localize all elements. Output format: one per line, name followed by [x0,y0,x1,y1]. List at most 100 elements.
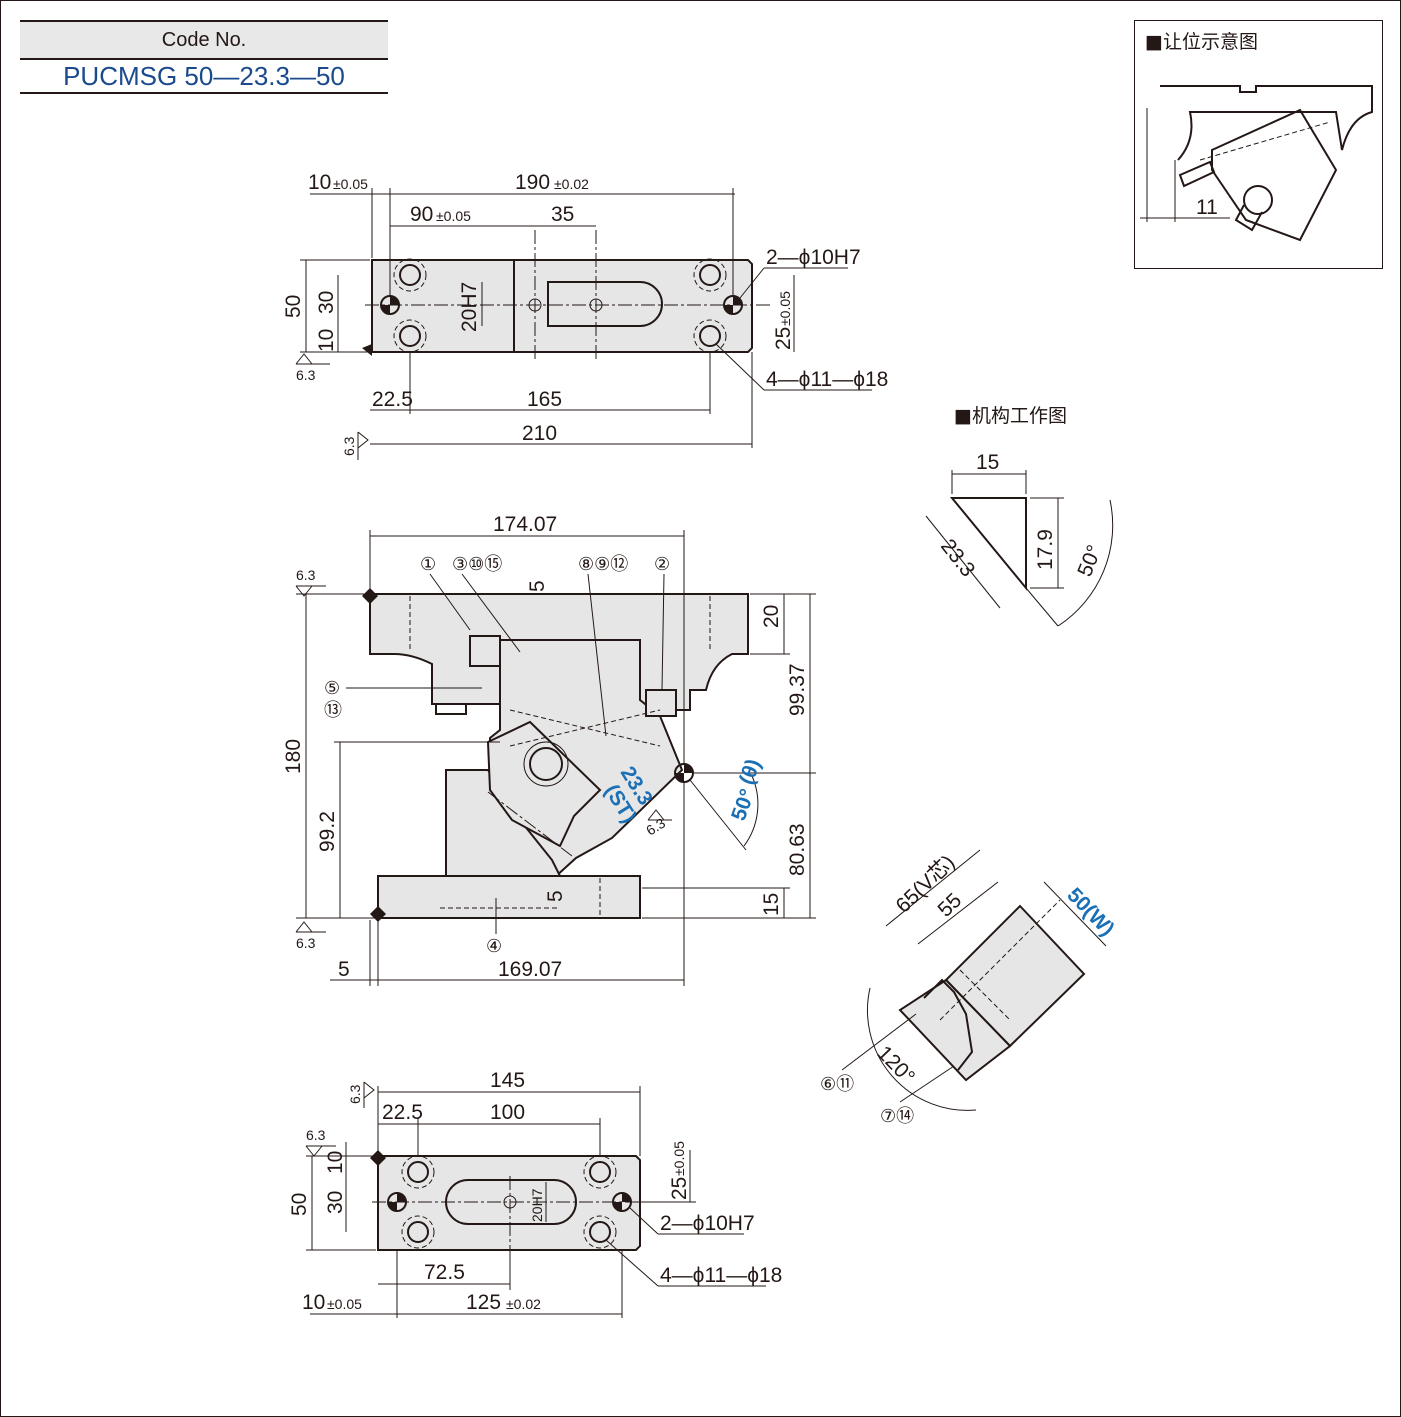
clearance-title: ■让位示意图 [1145,31,1258,53]
bottom-dim-145: 145 [490,1069,525,1092]
front-dim-80-63: 80.63 [786,823,809,876]
mechanism-angle-50: 50° [1073,542,1106,580]
v-balloon-6-11: ⑥⑪ [820,1074,854,1095]
code-value: PUCMSG 50—23.3—50 [20,60,388,94]
top-tol-10: ±0.05 [333,176,368,192]
bottom-hole-br [589,1221,611,1243]
mechanism-angle-leg [1025,587,1059,627]
bottom-dim-50: 50 [288,1193,311,1216]
v-dim-65-line [885,849,981,927]
front-stopper [645,689,677,717]
v-leader-7 [899,1065,955,1103]
top-tol-25: ±0.05 [777,291,793,326]
top-dim-190: 190 [515,171,550,194]
top-roughness-symbol-1 [295,353,330,365]
front-balloon-5: ⑤ [324,678,340,699]
top-note-hole: 4—ϕ11—ϕ18 [766,368,888,391]
front-hidden-1 [509,709,661,747]
v-dim-50-line [1043,881,1107,947]
mechanism-diagram: ■机构工作图 15 23.3 17.9 50° [925,405,1114,627]
top-hole-br [699,325,721,347]
top-dim-22-5: 22.5 [372,388,413,411]
bottom-roughness-symbol-1 [363,1081,375,1108]
top-datum-corner [362,344,372,356]
v-groove [923,978,974,1071]
mechanism-triangle [949,497,1027,591]
v-dim-50w: 50(W) [1062,883,1118,940]
v-angle-arc [866,987,977,1111]
front-lower-block [445,769,562,877]
bottom-datum-corner [370,1150,386,1166]
bottom-dim-25: 25 [668,1177,691,1200]
front-roughness-2: 6.3 [296,935,316,951]
top-dim-10: 10 [308,171,331,194]
front-leader-8 [587,573,607,737]
top-hole-tr [699,264,721,286]
top-small-hole-1 [528,298,542,312]
front-angle-tag: (θ) [735,756,765,788]
v-dim-55: 55 [933,889,966,922]
front-datum-top [362,588,378,604]
mechanism-dim-15: 15 [976,451,999,474]
front-balloon-4: ④ [486,936,502,957]
front-roller-outer [523,741,569,787]
bottom-dim-125: 125 [466,1291,501,1314]
v-block-jaw [898,978,1012,1082]
bottom-counterbore-br [583,1215,617,1249]
front-dim-169: 169.07 [498,958,562,981]
top-dim-10b: 10 [315,329,338,352]
front-roughness-symbol-slide [647,809,672,821]
top-dim-25: 25 [772,327,795,350]
mechanism-angle-arc [1057,499,1114,627]
top-roughness-symbol-2 [357,431,369,460]
front-balloon-2: ② [654,554,670,575]
front-roughness-symbol-1 [295,585,326,597]
top-dim-90: 90 [410,203,433,226]
bottom-dim-100: 100 [490,1101,525,1124]
top-dim-20h7: 20H7 [458,282,481,332]
top-dim-50: 50 [282,295,305,318]
clearance-slider [1211,108,1338,242]
clearance-bracket [1234,204,1263,232]
front-roughness-symbol-2 [295,921,326,933]
front-leader-1 [429,573,471,631]
code-number-box: Code No. PUCMSG 50—23.3—50 [20,20,388,96]
top-hole-leader [715,343,765,391]
front-balloon-3-10-15: ③⑩⑮ [452,554,502,575]
bottom-hole-tl [407,1161,429,1183]
bottom-hole-leader [605,1239,659,1287]
clearance-hidden-line [1199,121,1331,161]
code-label: Code No. [20,20,388,60]
front-dim-99-37: 99.37 [786,663,809,716]
bottom-dim-10b: 10 [302,1291,325,1314]
bottom-small-hole [503,1195,517,1209]
top-tol-190: ±0.02 [554,176,589,192]
top-counterbore-tr [693,258,727,292]
front-pivot-mark [675,764,693,782]
v-angle-120: 120° [872,1041,919,1088]
bottom-dim-10: 10 [324,1151,347,1174]
front-balloon-13: ⑬ [324,700,342,721]
top-dim-165: 165 [527,388,562,411]
clearance-rod [1178,160,1216,188]
front-dim-5b: 5 [544,890,567,902]
bottom-dim-20h7: 20H7 [529,1188,545,1222]
top-counterbore-tl [393,258,427,292]
front-leader-2 [661,573,665,691]
front-dim-15: 15 [760,893,783,916]
front-view: ① ③⑩⑮ ⑧⑨⑫ ② ⑤ ⑬ ④ 174.07 5 20 99.37 80.6… [282,513,816,986]
bottom-roughness-symbol-2 [305,1145,336,1157]
bottom-view: 145 22.5 100 50 30 10 20H7 25 ±0.05 72.5… [288,1069,782,1318]
front-driver [486,720,602,848]
front-dim-5a: 5 [526,580,549,592]
bottom-dim-72-5: 72.5 [424,1261,465,1284]
bottom-pin-mark-right [613,1193,631,1211]
top-pin-leader [739,267,765,299]
v-balloon-7-14: ⑦⑭ [880,1106,914,1127]
mechanism-dim-23-3-line [925,515,1001,609]
top-roughness-1: 6.3 [296,367,316,383]
front-angle-arc [743,775,759,847]
bottom-note-pin: 2—ϕ10H7 [660,1212,755,1235]
v-block-diagram: 65(V芯) 55 50(W) 120° ⑥⑪ ⑦⑭ [820,849,1119,1127]
